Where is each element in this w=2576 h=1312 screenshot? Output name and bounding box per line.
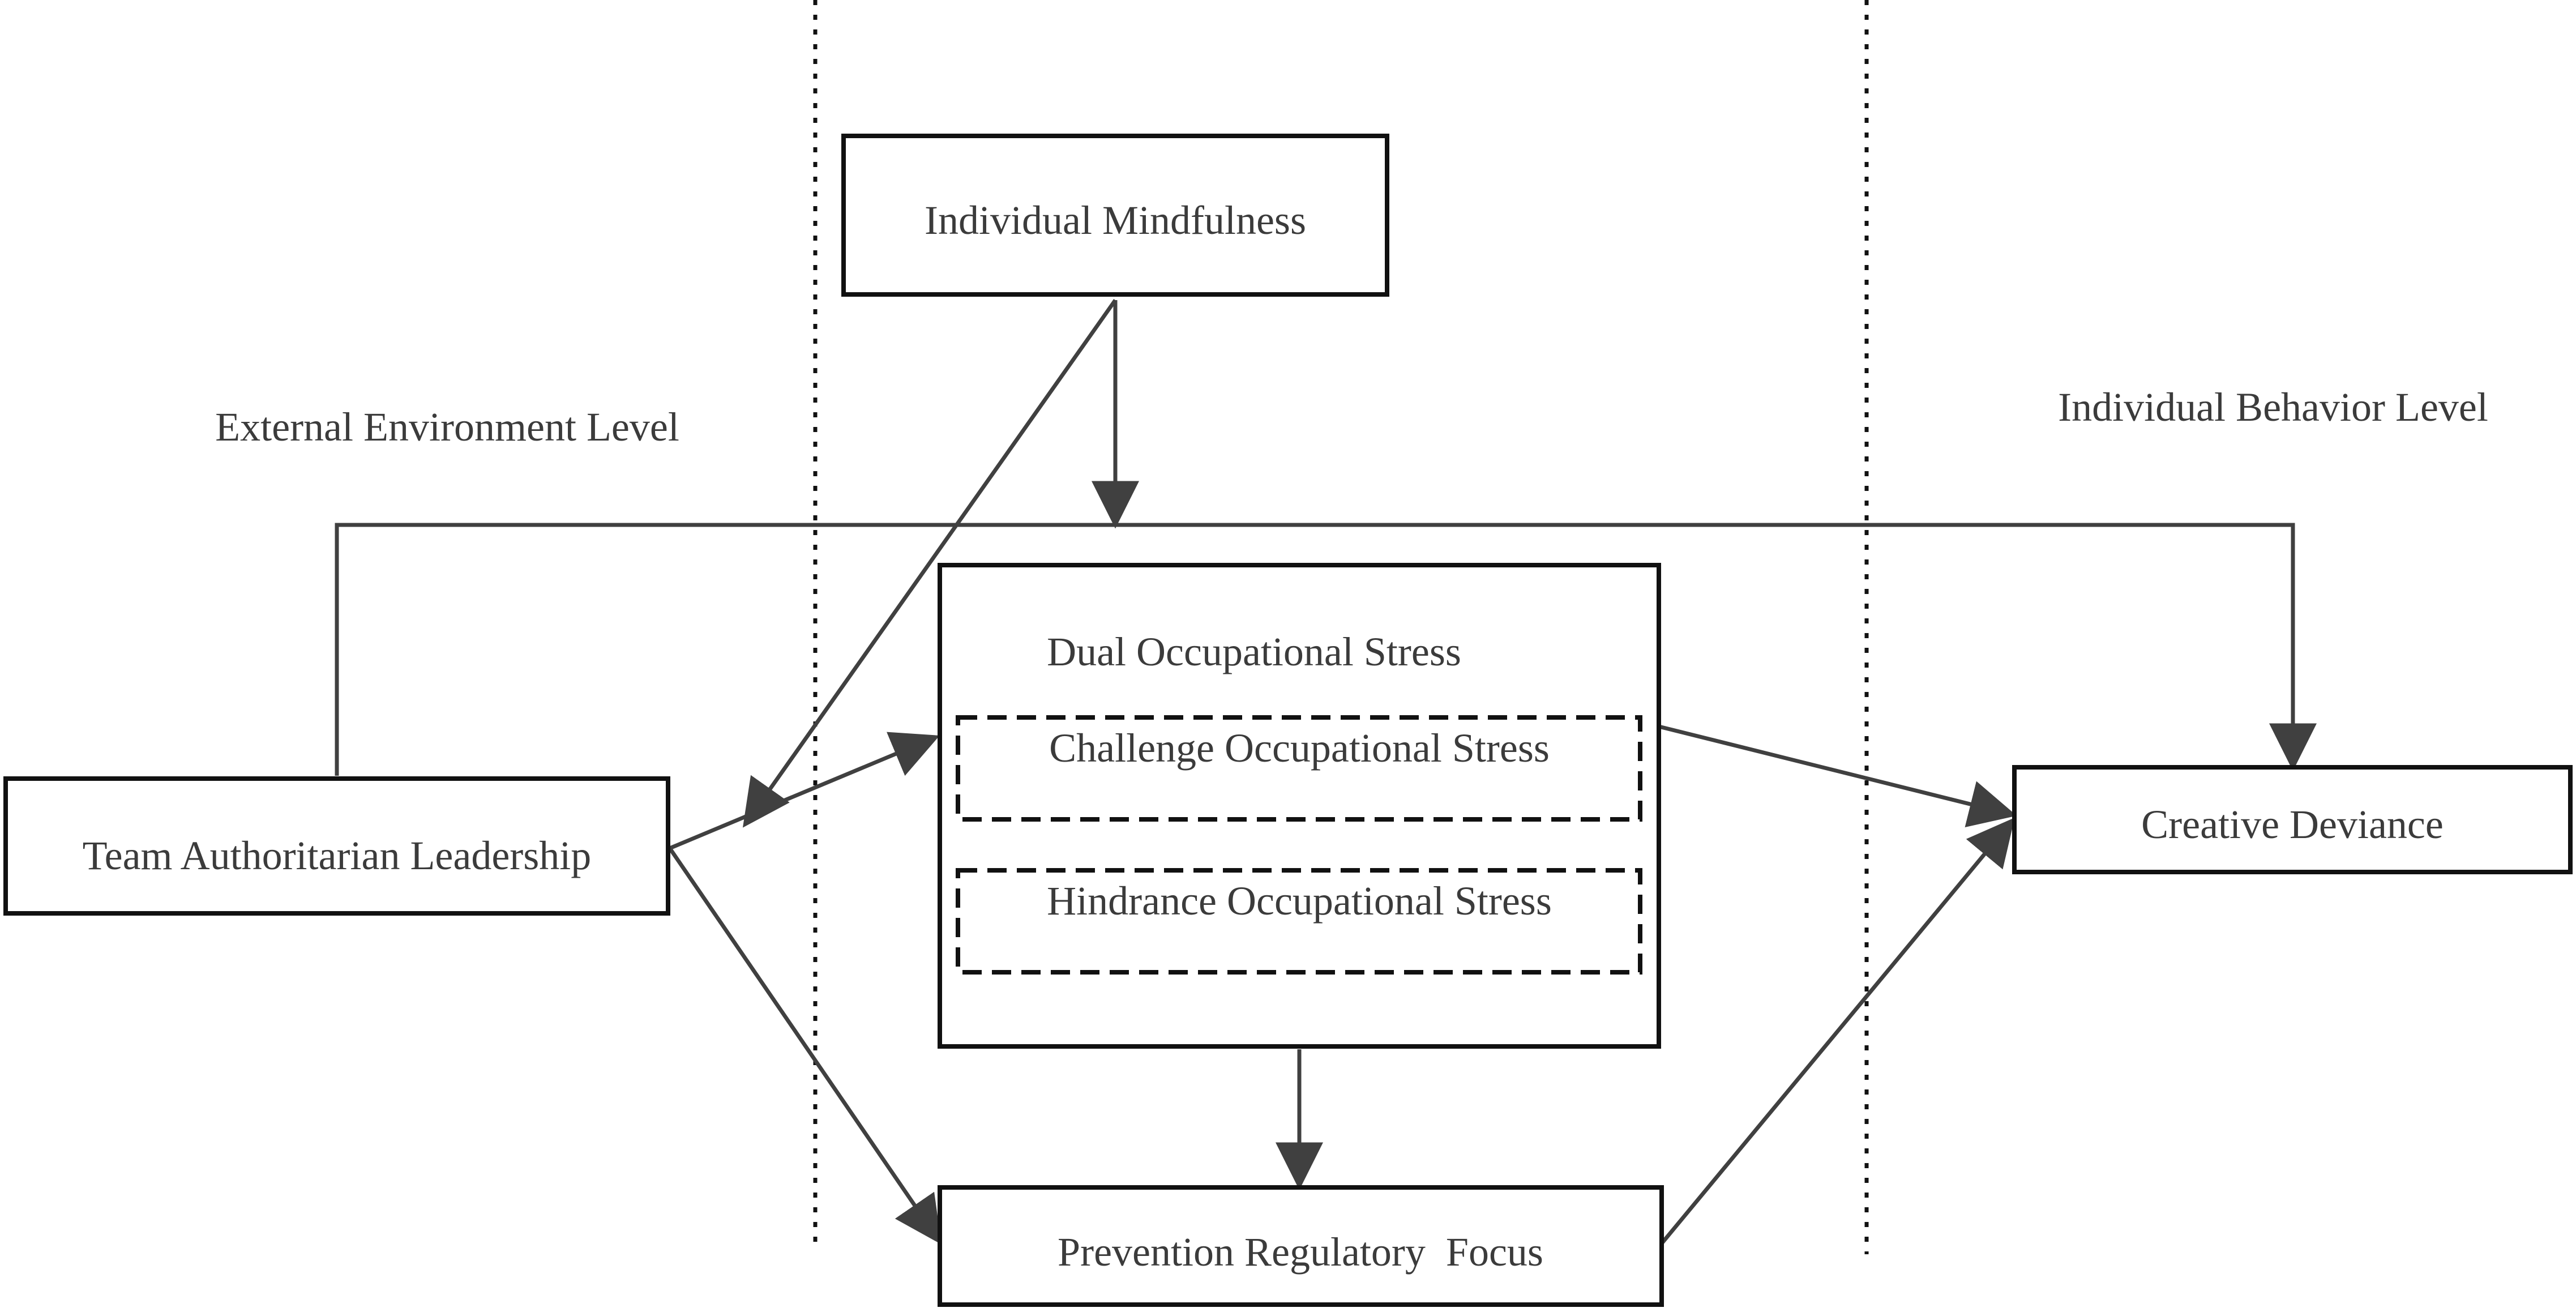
- individual-behavior-level-label: Individual Behavior Level: [2058, 384, 2488, 430]
- mindfulness-to-leadership-stress-moderator: [742, 298, 1117, 828]
- team-authoritarian-leadership-label: Team Authoritarian Leadership: [83, 833, 592, 878]
- prevention-regulatory-focus-box: [938, 1185, 1664, 1307]
- prevention-regulatory-focus-label: Prevention Regulatory Focus: [1058, 1229, 1543, 1275]
- individual-mindfulness-box: [841, 134, 1389, 297]
- challenge-occupational-stress-box: [956, 715, 1642, 822]
- team-authoritarian-leadership-box: [3, 776, 670, 916]
- leadership-to-creative-deviance-direct-path: [335, 523, 2317, 776]
- leadership-to-prevention-focus-path: [668, 847, 942, 1245]
- leadership-to-dual-stress-path: [669, 732, 940, 851]
- creative-deviance-label: Creative Deviance: [2141, 802, 2444, 847]
- dual-occupational-stress-label: Dual Occupational Stress: [1047, 629, 1461, 674]
- prevention-focus-to-creative-deviance-path: [1660, 817, 2015, 1245]
- dual-occupational-stress-box: [938, 563, 1661, 1049]
- dual-stress-to-creative-deviance-path: [1658, 724, 2017, 827]
- challenge-occupational-stress-label: Challenge Occupational Stress: [1049, 725, 1550, 771]
- hindrance-occupational-stress-box: [956, 868, 1642, 975]
- creative-deviance-box: [2012, 765, 2573, 874]
- hindrance-occupational-stress-label: Hindrance Occupational Stress: [1047, 878, 1552, 924]
- individual-mindfulness-label: Individual Mindfulness: [925, 198, 1306, 243]
- external-environment-level-label: External Environment Level: [215, 404, 679, 450]
